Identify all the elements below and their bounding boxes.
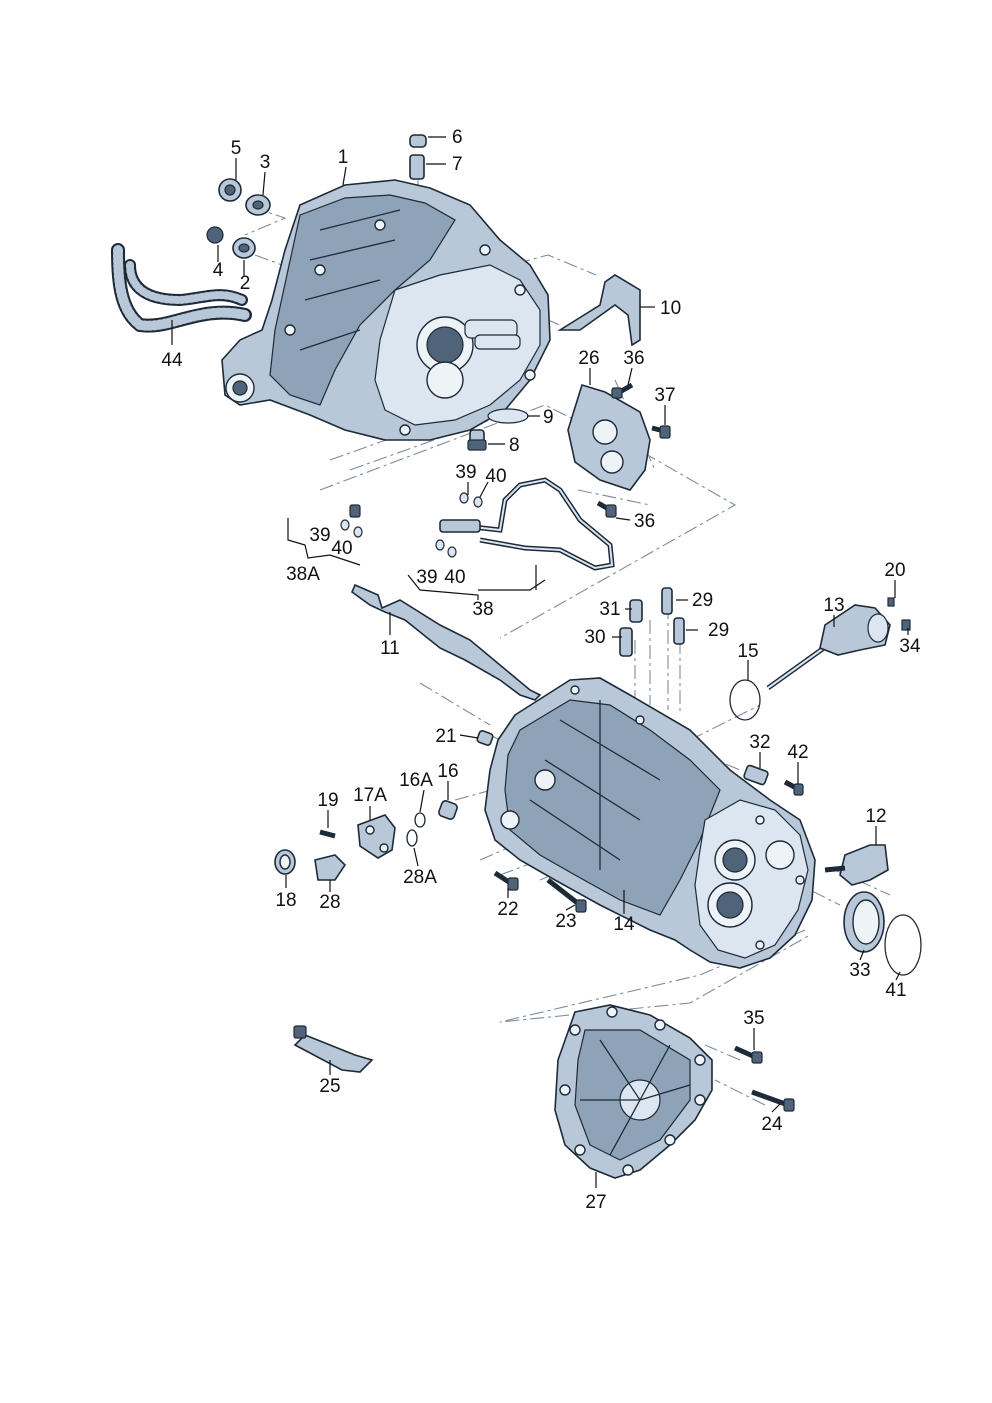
label-part-36-lower: 36 (634, 511, 655, 532)
bolts-upper (596, 382, 671, 518)
label-part-39-top: 39 (455, 462, 476, 483)
label-part-30: 30 (584, 627, 605, 648)
label-part-37: 37 (654, 385, 675, 406)
label-part-39-bottom: 39 (416, 567, 437, 588)
label-part-13: 13 (823, 595, 844, 616)
upper-housing-part-1 (221, 179, 551, 441)
small-parts-left (274, 800, 458, 881)
label-part-40-top: 40 (485, 466, 506, 487)
label-part-28a: 28A (403, 867, 437, 888)
label-part-41: 41 (885, 980, 906, 1001)
label-part-7: 7 (452, 154, 463, 175)
label-part-23: 23 (555, 911, 576, 932)
bolts-lower (493, 870, 587, 913)
label-part-3: 3 (260, 152, 271, 173)
label-part-2: 2 (240, 273, 251, 294)
label-part-20: 20 (884, 560, 905, 581)
label-part-1: 1 (338, 147, 349, 168)
label-part-24: 24 (761, 1114, 783, 1135)
bracket-part-10 (557, 274, 641, 347)
rings-33-41 (843, 891, 922, 976)
label-part-35: 35 (743, 1008, 764, 1029)
label-part-40-bottom: 40 (444, 567, 465, 588)
label-part-22: 22 (497, 899, 518, 920)
label-part-39-left: 39 (309, 525, 330, 546)
label-part-9: 9 (543, 407, 554, 428)
label-part-29-lower: 29 (708, 620, 729, 641)
label-part-21: 21 (435, 726, 456, 747)
sensor-part-12 (824, 844, 889, 886)
plate-part-26 (567, 384, 651, 491)
label-part-16: 16 (437, 761, 458, 782)
part-labels: 1 2 3 4 5 6 7 8 9 10 11 12 13 14 15 16 1… (161, 127, 921, 1213)
label-part-14: 14 (613, 914, 635, 935)
bolts-cover (733, 1045, 795, 1112)
label-part-26: 26 (578, 348, 599, 369)
label-part-4: 4 (213, 260, 224, 281)
label-part-6: 6 (452, 127, 463, 148)
label-part-10: 10 (660, 298, 681, 319)
label-part-16a: 16A (399, 770, 433, 791)
label-part-17a: 17A (353, 785, 387, 806)
sealant-tube-part-25 (293, 1025, 374, 1073)
label-part-15: 15 (737, 641, 758, 662)
hose-part-44 (111, 243, 252, 333)
label-part-42: 42 (787, 742, 808, 763)
shaft-part-13 (729, 597, 911, 721)
small-parts-upper (206, 134, 427, 259)
label-part-29-upper: 29 (692, 590, 713, 611)
harness-part-38 (340, 477, 615, 571)
label-part-38a: 38A (286, 564, 320, 585)
label-part-12: 12 (865, 806, 886, 827)
label-part-38: 38 (472, 599, 493, 620)
pins-29-30-31 (619, 587, 685, 657)
sensor-part-32 (476, 730, 804, 796)
label-part-5: 5 (231, 138, 242, 159)
main-housing-part-14 (484, 677, 816, 969)
label-part-18: 18 (275, 890, 296, 911)
label-part-40-left: 40 (331, 538, 352, 559)
label-part-33: 33 (849, 960, 870, 981)
label-part-25: 25 (319, 1076, 340, 1097)
label-part-32: 32 (749, 732, 770, 753)
label-part-31: 31 (599, 599, 620, 620)
label-part-8: 8 (509, 435, 520, 456)
label-part-19: 19 (317, 790, 338, 811)
label-part-28: 28 (319, 892, 340, 913)
leader-lines (171, 136, 909, 1188)
end-cover-part-27 (554, 1004, 713, 1179)
bar-part-11 (351, 583, 542, 701)
label-part-11: 11 (380, 638, 400, 659)
label-part-27: 27 (585, 1192, 606, 1213)
label-part-36-upper: 36 (623, 348, 644, 369)
label-part-44: 44 (161, 350, 183, 371)
label-part-34: 34 (899, 636, 921, 657)
plug-and-washer-parts (467, 408, 529, 451)
